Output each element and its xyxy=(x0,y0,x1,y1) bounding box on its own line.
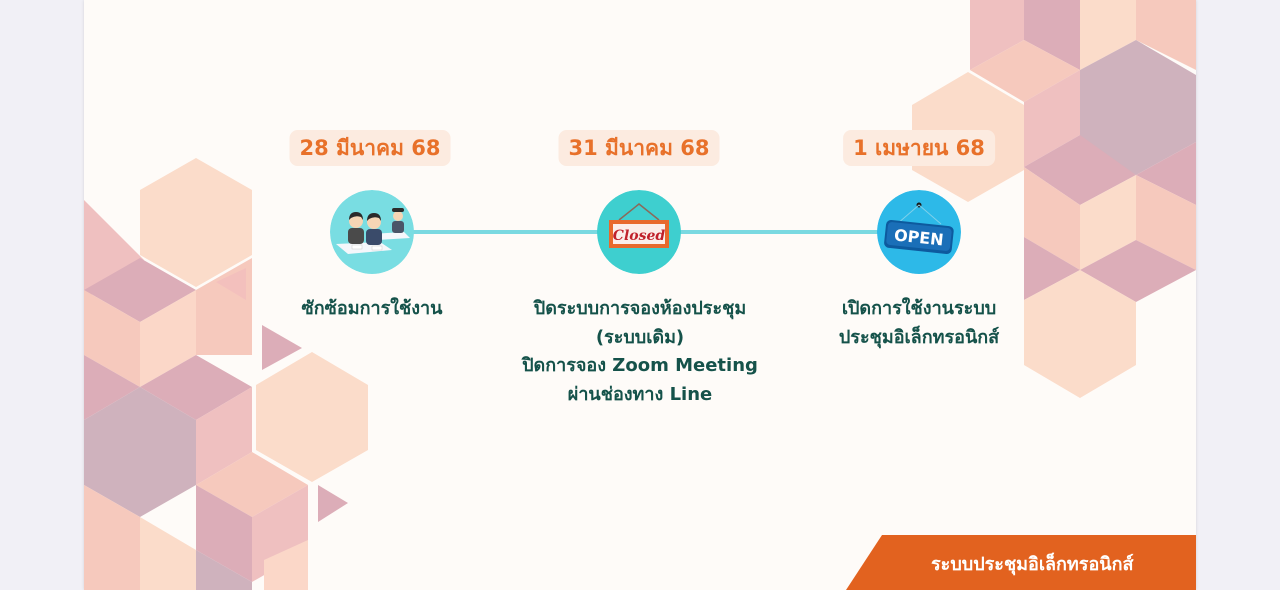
footer-system-tag: ระบบประชุมอิเล็กทรอนิกส์ xyxy=(846,535,1196,590)
presentation-slide: 28 มีนาคม 68 ซักซ้อมการใช้งาน 31 มีนาคม … xyxy=(84,0,1196,590)
timeline-connector xyxy=(370,230,640,234)
training-people-icon xyxy=(330,190,414,274)
step-2-line-2: (ระบบเดิม) xyxy=(595,326,685,348)
timeline-date-3: 1 เมษายน 68 xyxy=(843,130,995,166)
step-3-line-2: ประชุมอิเล็กทรอนิกส์ xyxy=(838,326,1000,348)
timeline-date-2: 31 มีนาคม 68 xyxy=(558,130,720,166)
footer-system-label: ระบบประชุมอิเล็กทรอนิกส์ xyxy=(931,554,1134,575)
timeline-step-1-description: ซักซ้อมการใช้งาน xyxy=(302,295,443,324)
step-3-line-1: เปิดการใช้งานระบบ xyxy=(841,298,997,319)
closed-sign-icon: Closed xyxy=(597,190,681,274)
timeline-date-1: 28 มีนาคม 68 xyxy=(289,130,451,166)
open-sign-icon: OPEN xyxy=(877,190,961,274)
step-2-line-3: ปิดการจอง Zoom Meeting xyxy=(522,355,758,376)
hexagon-pattern-decoration xyxy=(84,0,1196,590)
timeline-connector xyxy=(638,230,920,234)
timeline-step-2-description: ปิดระบบการจองห้องประชุม (ระบบเดิม) ปิดกา… xyxy=(522,295,758,409)
timeline-step-3-description: เปิดการใช้งานระบบ ประชุมอิเล็กทรอนิกส์ xyxy=(839,295,999,352)
step-1-line-1: ซักซ้อมการใช้งาน xyxy=(301,298,443,319)
closed-sign-text: Closed xyxy=(613,228,666,244)
step-2-line-4: ผ่านช่องทาง Line xyxy=(567,383,713,405)
step-2-line-1: ปิดระบบการจองห้องประชุม xyxy=(533,298,747,319)
